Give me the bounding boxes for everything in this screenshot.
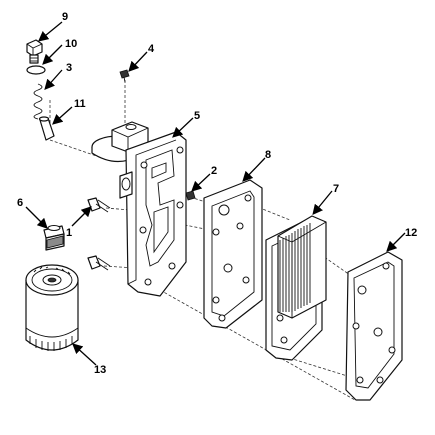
- callout-labels: 9 10 3 11 4 5 2 8 7 12 6 1 13: [17, 11, 417, 376]
- gasket-part-8: [203, 179, 263, 329]
- callout-leaders: [25, 21, 406, 366]
- callout-13: 13: [94, 364, 106, 376]
- plug-part-2: [185, 190, 196, 201]
- callout-7: 7: [333, 183, 339, 195]
- oil-filter-part-13: [25, 264, 79, 351]
- callout-6: 6: [17, 197, 23, 209]
- callout-4: 4: [148, 43, 155, 55]
- gasket-part-12: [345, 251, 403, 401]
- callout-5: 5: [194, 110, 200, 122]
- callout-10: 10: [65, 38, 77, 50]
- bolt-part-1: [87, 197, 111, 271]
- callout-12: 12: [405, 227, 417, 239]
- o-ring-part-10: [26, 65, 46, 75]
- callout-8: 8: [265, 149, 271, 161]
- fitting-part-6: [43, 225, 65, 251]
- callout-3: 3: [66, 62, 72, 74]
- callout-1: 1: [66, 227, 72, 239]
- screw-part-4: [119, 69, 130, 83]
- callout-11: 11: [74, 98, 86, 110]
- oil-cooler-part-7: [265, 215, 327, 361]
- callout-9: 9: [62, 11, 68, 23]
- valve-plunger-part-11: [38, 116, 55, 141]
- plug-part-9: [26, 39, 43, 64]
- callout-2: 2: [211, 165, 217, 177]
- spring-part-3: [33, 83, 43, 120]
- filter-housing-part-5: [91, 121, 187, 297]
